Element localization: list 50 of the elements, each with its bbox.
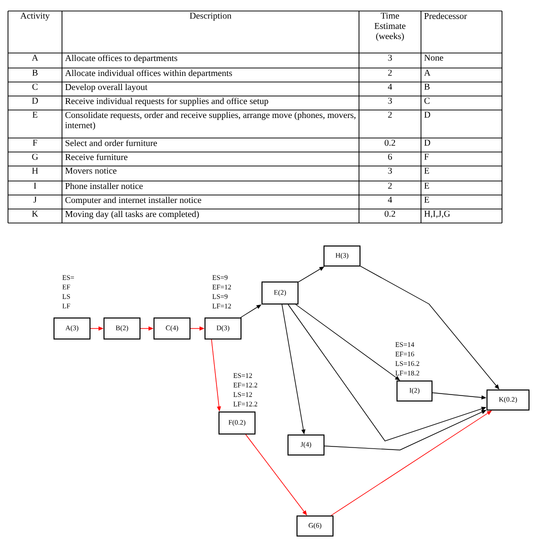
table-cell: Predecessor bbox=[424, 12, 467, 20]
table-cell: Time Estimate (weeks) bbox=[374, 12, 406, 41]
table-cell: K bbox=[32, 210, 38, 217]
table-cell: 3 bbox=[388, 168, 392, 174]
table-cell: 4 bbox=[388, 196, 392, 203]
table-cell: Allocate offices to departments bbox=[65, 54, 178, 63]
table-cell: 2 bbox=[388, 70, 392, 76]
table-cell: D bbox=[424, 140, 430, 146]
table-cell: D bbox=[32, 98, 38, 104]
table-cell: E bbox=[424, 168, 430, 174]
table-cell: Computer and internet installer notice bbox=[65, 196, 202, 205]
table-cell: 3 bbox=[388, 54, 392, 61]
table-cell: E bbox=[32, 112, 38, 118]
table-cell: Receive individual requests for supplies and office setup bbox=[65, 98, 268, 106]
table-cell: Moving day (all tasks are completed) bbox=[65, 210, 199, 219]
table-cell: I bbox=[34, 182, 36, 189]
table-cell: 2 bbox=[388, 112, 392, 118]
table-cell: 3 bbox=[388, 98, 392, 104]
table-cell: H bbox=[32, 168, 38, 174]
table-cell: C bbox=[424, 98, 430, 104]
table-cell: Allocate individual offices within departments bbox=[65, 70, 232, 78]
table-cell: A bbox=[32, 54, 38, 61]
table-cell: 2 bbox=[388, 182, 392, 189]
table-cell: E bbox=[424, 196, 430, 203]
table-cell: H,I,J,G bbox=[424, 210, 450, 218]
arrow bbox=[360, 266, 500, 390]
table-cell: Phone installer notice bbox=[65, 182, 143, 190]
table-cell: 0.2 bbox=[384, 140, 396, 146]
table-cell: B bbox=[424, 84, 430, 90]
table-cell: B bbox=[32, 70, 38, 76]
arrow bbox=[240, 304, 262, 318]
table-cell: C bbox=[32, 84, 38, 90]
table-cell: Develop overall layout bbox=[65, 84, 148, 92]
table-cell: G bbox=[32, 154, 38, 160]
table-cell: Select and order furniture bbox=[66, 140, 157, 146]
table-cell: Receive furniture bbox=[65, 154, 128, 160]
table-cell: 6 bbox=[388, 154, 392, 160]
table-cell: Activity bbox=[20, 12, 50, 21]
table-cell: None bbox=[424, 54, 444, 61]
table-cell: Description bbox=[190, 12, 232, 21]
table-cell: F bbox=[424, 154, 429, 160]
table-cell: F bbox=[32, 140, 38, 146]
table-cell: J bbox=[33, 196, 37, 203]
table-cell: E bbox=[424, 182, 430, 189]
table-cell: A bbox=[424, 70, 430, 76]
table-cell: Movers notice bbox=[65, 168, 116, 174]
table-cell: D bbox=[424, 112, 430, 118]
table-cell: Consolidate requests, order and receive supplies, arrange move (phones, movers, internet) bbox=[65, 112, 356, 130]
table-cell: 0.2 bbox=[384, 210, 396, 217]
table-cell: 4 bbox=[388, 84, 392, 90]
